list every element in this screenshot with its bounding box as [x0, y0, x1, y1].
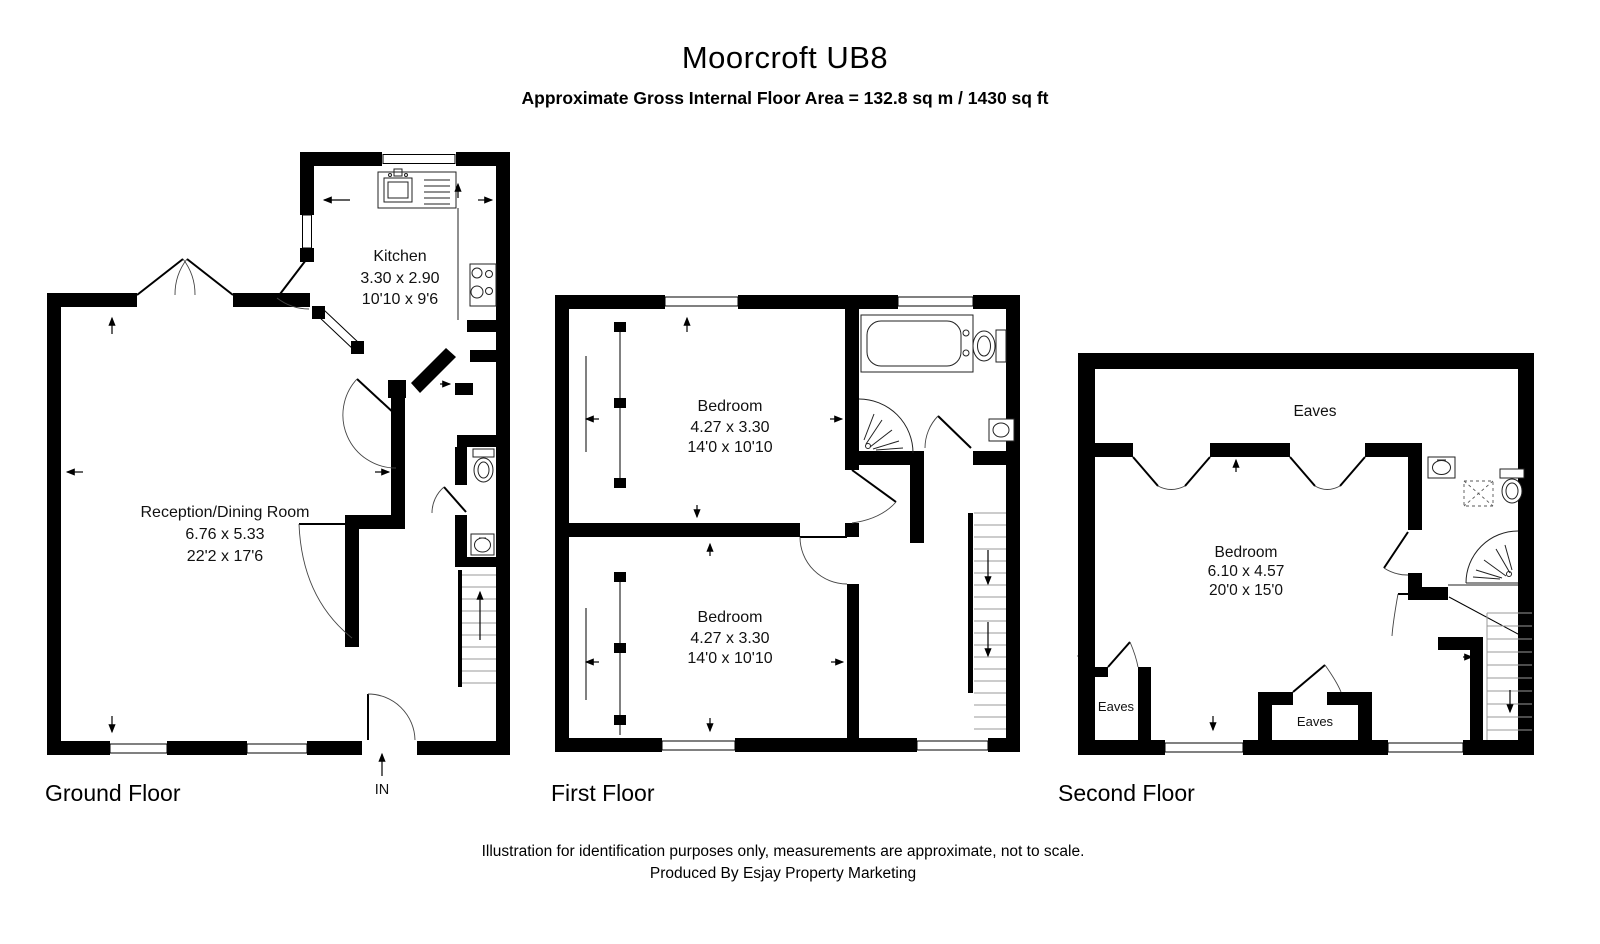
second-shower-icon [1448, 530, 1519, 586]
bathroom-toilet-icon [972, 329, 1007, 363]
first-walls [555, 295, 1020, 752]
shower-icon [858, 398, 914, 454]
ground-walls [47, 152, 510, 755]
second-windows [1164, 742, 1464, 753]
wardrobe-recess [585, 322, 621, 735]
second-bedroom-dims-imperial: 20'0 x 15'0 [1209, 582, 1283, 599]
bedroom1-label: Bedroom [698, 398, 763, 415]
skylight-hatch-icon [1463, 480, 1494, 507]
bedroom1-dims-imperial: 14'0 x 10'10 [687, 439, 772, 456]
second-floor-label: Second Floor [1058, 780, 1195, 806]
page-title: Moorcroft UB8 [681, 40, 889, 75]
ground-doors [136, 255, 467, 741]
wc-toilet-icon [472, 448, 495, 483]
first-windows [661, 296, 989, 751]
bathroom-sink-icon [988, 418, 1015, 442]
bedroom2-dims-metric: 4.27 x 3.30 [690, 630, 769, 647]
disclaimer-line: Illustration for identification purposes… [481, 843, 1085, 860]
reception-dims-metric: 6.76 x 5.33 [185, 526, 264, 543]
kitchen-dims-imperial: 10'10 x 9'6 [362, 291, 438, 308]
dimension-arrows [1076, 458, 1474, 732]
hob-icon [457, 208, 497, 320]
producer-line: Produced By Esjay Property Marketing [649, 865, 917, 882]
kitchen-label: Kitchen [373, 248, 426, 265]
wc-sink-icon [470, 533, 495, 556]
kitchen-dims-metric: 3.30 x 2.90 [360, 270, 439, 287]
shower-room-sink-icon [1427, 456, 1456, 479]
floor-plan-second: Eaves Bedroom 6.10 x 4.57 20'0 x 15'0 Ea… [1076, 353, 1534, 755]
entrance-in-label: IN [375, 782, 390, 798]
shower-room-toilet-icon [1499, 468, 1525, 504]
ground-windows [109, 154, 456, 754]
bedroom2-dims-imperial: 14'0 x 10'10 [687, 650, 772, 667]
second-doors [1107, 531, 1447, 693]
reception-label: Reception/Dining Room [141, 504, 310, 521]
bedroom1-dims-metric: 4.27 x 3.30 [690, 419, 769, 436]
second-walls [1078, 353, 1534, 755]
eaves-left-label: Eaves [1098, 699, 1135, 714]
bedroom2-label: Bedroom [698, 609, 763, 626]
floor-plan-ground: Kitchen 3.30 x 2.90 10'10 x 9'6 Receptio… [47, 152, 510, 798]
kitchen-sink-icon [377, 168, 457, 209]
ground-floor-label: Ground Floor [45, 780, 181, 806]
second-bedroom-label: Bedroom [1215, 544, 1278, 561]
floor-plan-first: Bedroom 4.27 x 3.30 14'0 x 10'10 Bedroom… [555, 295, 1020, 752]
first-doors [799, 415, 972, 585]
second-bedroom-dims-metric: 6.10 x 4.57 [1208, 563, 1285, 580]
dimension-arrows [65, 182, 494, 734]
eaves-center-label: Eaves [1297, 714, 1334, 729]
reception-dims-imperial: 22'2 x 17'6 [187, 548, 263, 565]
eaves-double-doors [1132, 456, 1366, 490]
first-stairs-icon [974, 512, 1006, 730]
second-stairs-icon [1448, 596, 1532, 740]
dimension-arrows [584, 316, 845, 733]
floor-area-subtitle: Approximate Gross Internal Floor Area = … [521, 88, 1049, 108]
bath-icon [860, 314, 974, 373]
ground-stairs-icon [462, 574, 496, 684]
eaves-top-label: Eaves [1293, 403, 1336, 420]
first-floor-label: First Floor [551, 780, 655, 806]
